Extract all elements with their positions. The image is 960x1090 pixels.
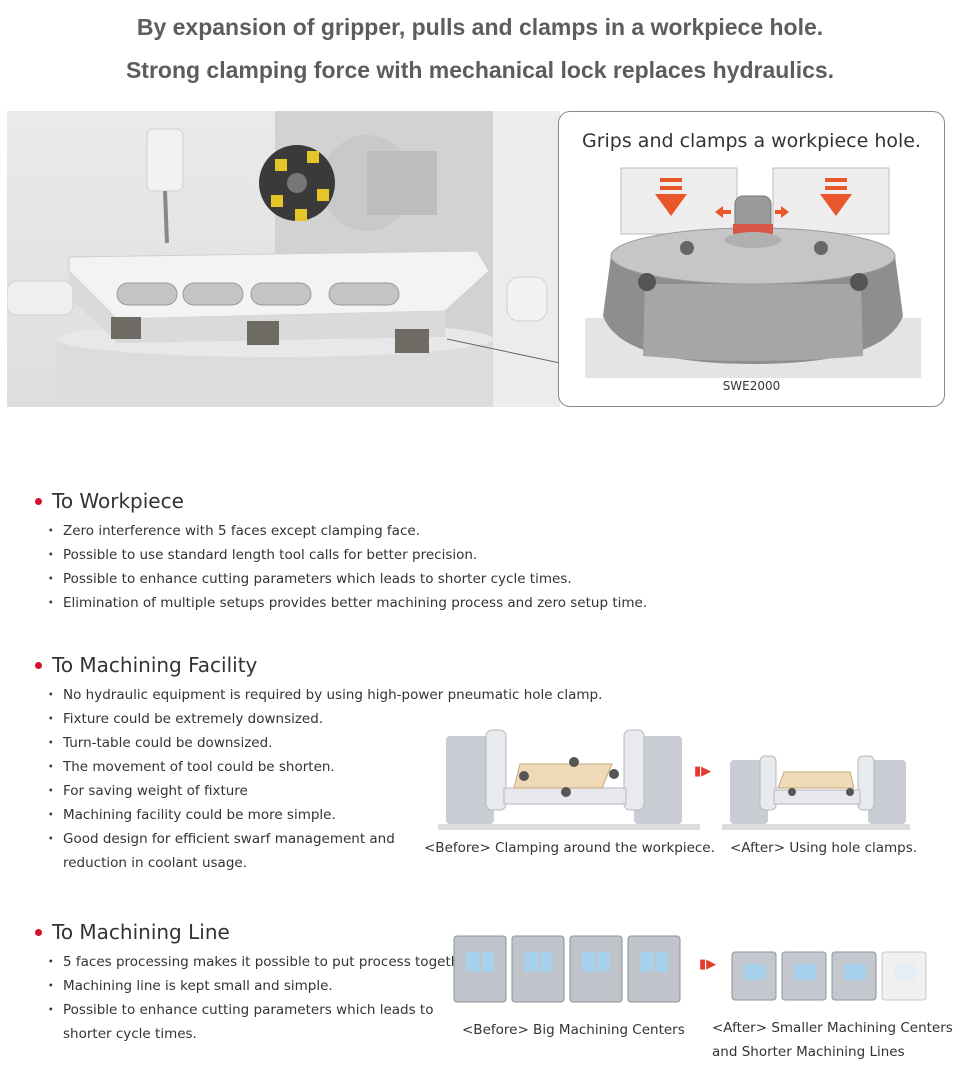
list-item: No hydraulic equipment is required by us… <box>44 683 602 707</box>
before-after-arrow-icon: ▮▶ <box>694 764 712 779</box>
section-title: To Machining Line <box>35 919 476 945</box>
list-item: 5 faces processing makes it possible to … <box>44 950 476 974</box>
facility-after-caption: <After> Using hole clamps. <box>730 840 918 856</box>
list-item: Machining line is kept small and simple. <box>44 974 476 998</box>
list-item: Turn-table could be downsized. <box>44 731 602 755</box>
clamp-illustration <box>585 167 921 378</box>
list-item: Fixture could be extremely downsized. <box>44 707 602 731</box>
red-dot-icon <box>35 497 42 505</box>
list-item: For saving weight of fixture <box>44 779 602 803</box>
list-item: Possible to enhance cutting parameters w… <box>44 998 476 1022</box>
benefit-list: Zero interference with 5 faces except cl… <box>35 519 647 615</box>
line-before-illustration <box>453 935 681 1003</box>
section-workpiece: To Workpiece Zero interference with 5 fa… <box>35 488 647 615</box>
gripper-closeup-panel: Grips and clamps a workpiece hole. <box>558 111 945 407</box>
red-dot-icon <box>35 928 42 936</box>
list-item: Zero interference with 5 faces except cl… <box>44 519 647 543</box>
benefit-list: 5 faces processing makes it possible to … <box>35 950 476 1046</box>
section-title: To Workpiece <box>35 488 647 514</box>
inset-title: Grips and clamps a workpiece hole. <box>581 130 921 152</box>
list-item: Elimination of multiple setups provides … <box>44 591 647 615</box>
benefit-list: No hydraulic equipment is required by us… <box>35 683 602 875</box>
section-title-text: To Machining Line <box>52 920 230 944</box>
list-item: Good design for efficient swarf manageme… <box>44 827 602 851</box>
section-machining-facility: To Machining Facility No hydraulic equip… <box>35 652 602 875</box>
headline-line-1: By expansion of gripper, pulls and clamp… <box>136 14 824 40</box>
line-after-caption-2: and Shorter Machining Lines <box>712 1044 905 1060</box>
headline-line-2: Strong clamping force with mechanical lo… <box>125 57 835 83</box>
list-item-continuation: reduction in coolant usage. <box>63 855 247 871</box>
list-item: Possible to use standard length tool cal… <box>44 543 647 567</box>
list-item: Possible to enhance cutting parameters w… <box>44 567 647 591</box>
section-title-text: To Workpiece <box>52 489 184 513</box>
red-dot-icon <box>35 661 42 669</box>
facility-before-caption: <Before> Clamping around the workpiece. <box>424 840 715 856</box>
line-after-illustration <box>731 951 927 1001</box>
headline: By expansion of gripper, pulls and clamp… <box>0 6 960 92</box>
hero-illustration <box>7 111 560 407</box>
inset-caption: SWE2000 <box>722 379 781 393</box>
fixture-illustration <box>7 111 560 407</box>
list-item-continuation: shorter cycle times. <box>63 1026 197 1042</box>
list-item: Machining facility could be more simple. <box>44 803 602 827</box>
section-machining-line: To Machining Line 5 faces processing mak… <box>35 919 476 1046</box>
list-item: The movement of tool could be shorten. <box>44 755 602 779</box>
facility-before-illustration <box>438 729 700 830</box>
section-title-text: To Machining Facility <box>52 653 258 677</box>
before-after-arrow-icon: ▮▶ <box>699 957 717 972</box>
facility-after-illustration <box>722 755 910 830</box>
line-after-caption-1: <After> Smaller Machining Centers <box>712 1020 953 1036</box>
line-before-caption: <Before> Big Machining Centers <box>462 1022 685 1038</box>
section-title: To Machining Facility <box>35 652 602 678</box>
